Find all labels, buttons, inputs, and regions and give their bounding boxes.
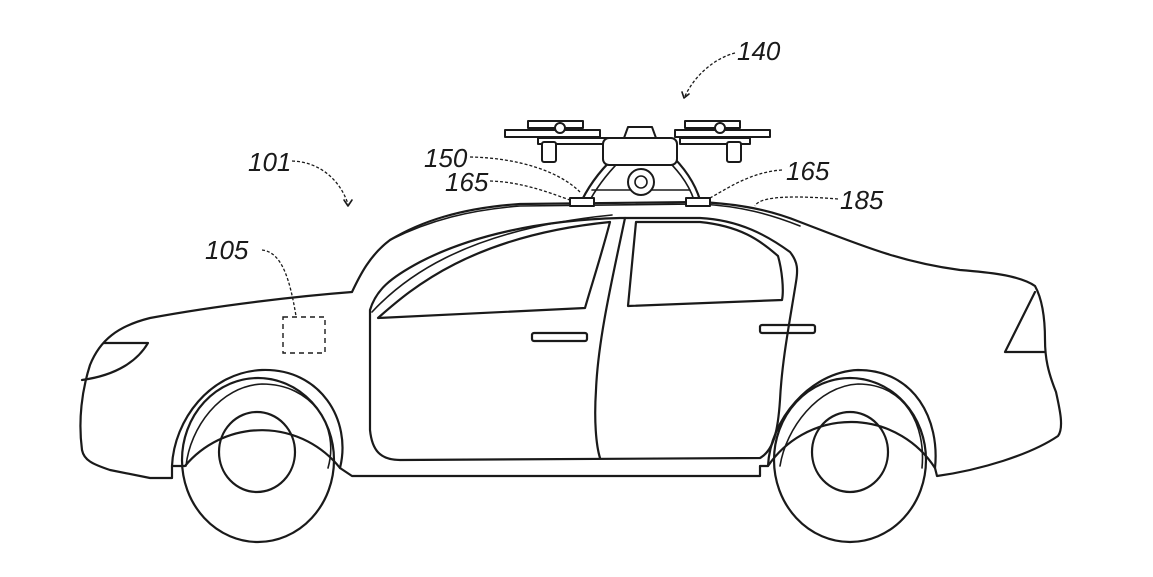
leader-150 (469, 156, 581, 193)
front-tire (180, 376, 336, 544)
headlight (80, 341, 150, 382)
label-105: 105 (205, 235, 249, 265)
label-140: 140 (737, 36, 781, 66)
taillight (1003, 290, 1047, 354)
leader-101 (291, 160, 349, 205)
label-101: 101 (248, 147, 291, 177)
rear-wheel-arch-inner (779, 383, 924, 469)
vehicle-computer-box (282, 316, 326, 354)
leader-101-arrow (343, 199, 353, 207)
rear-wheel-arch (766, 368, 937, 470)
vehicle (79, 200, 1063, 544)
drone-top-dome (623, 126, 657, 139)
drone-camera-lens (634, 175, 648, 189)
roof-outline (389, 203, 801, 241)
leader-165-right (709, 169, 783, 199)
reference-numerals: 101 105 140 150 165 165 185 (205, 36, 884, 265)
leader-140-arrow (681, 91, 690, 99)
b-pillar (594, 216, 627, 460)
label-165-left: 165 (445, 167, 489, 197)
leader-185 (754, 196, 839, 207)
leader-lines (261, 52, 839, 317)
left-motor (541, 141, 557, 163)
drone-mount-right (685, 197, 711, 207)
vehicle-body-outline (79, 200, 1063, 480)
leader-165-left (489, 180, 571, 201)
label-165-right: 165 (786, 156, 830, 186)
left-rotor-blade-bottom (504, 129, 601, 138)
front-hub (217, 410, 297, 494)
front-door-handle (530, 331, 589, 343)
rear-hub (810, 410, 890, 494)
rear-window (626, 220, 784, 308)
drone-camera (627, 168, 655, 196)
leader-140 (684, 52, 736, 97)
leader-105 (261, 249, 297, 317)
right-motor (726, 141, 742, 163)
front-wheel-arch (170, 368, 344, 470)
front-window-trim (371, 214, 613, 313)
right-rotor-hub (714, 122, 726, 134)
drone-body (602, 137, 678, 166)
rear-tire (772, 376, 928, 544)
label-150: 150 (424, 143, 468, 173)
left-rotor-hub (554, 122, 566, 134)
drone-mount-left (569, 197, 595, 207)
front-window (376, 220, 612, 320)
rear-door-handle (758, 323, 817, 335)
drone (504, 120, 771, 207)
door-frame (368, 216, 799, 462)
label-185: 185 (840, 185, 884, 215)
right-rotor-blade-top (684, 120, 741, 129)
front-wheel-arch-inner (185, 383, 332, 469)
